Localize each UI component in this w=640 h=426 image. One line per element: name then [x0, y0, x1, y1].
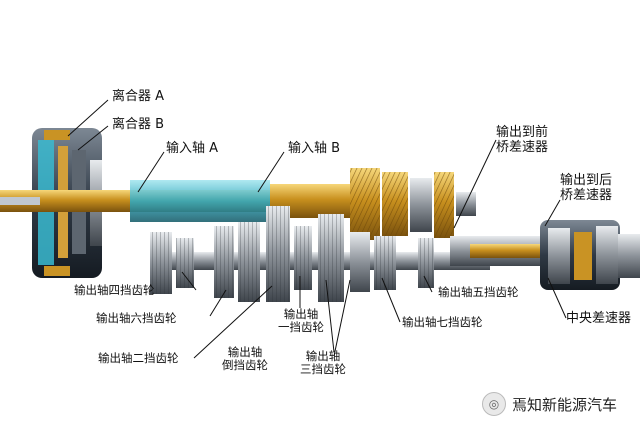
label-gear3-line1: 输出轴 [305, 349, 341, 363]
label-gear2: 输出轴二挡齿轮 [98, 351, 179, 365]
label-gear1-line1: 输出轴 [283, 307, 319, 321]
label-clutch-b: 离合器 B [112, 117, 165, 132]
label-gear7: 输出轴七挡齿轮 [402, 315, 483, 329]
wechat-logo-icon: ◎ [482, 392, 506, 416]
label-front-diff-line2: 桥差速器 [496, 139, 549, 155]
label-gear1-line2: 一挡齿轮 [278, 320, 324, 335]
label-front-diff: 输出到前 桥差速器 [496, 125, 549, 156]
leader-lines [67, 99, 567, 359]
label-gear5: 输出轴五挡齿轮 [438, 285, 519, 299]
label-rear-diff: 输出到后 桥差速器 [560, 173, 613, 204]
label-rear-diff-line2: 桥差速器 [560, 187, 613, 203]
input-gear-cluster [350, 168, 476, 240]
label-gear1: 输出轴 一挡齿轮 [278, 307, 324, 335]
watermark-text: 焉知新能源汽车 [512, 395, 618, 414]
watermark: ◎ 焉知新能源汽车 [482, 392, 617, 416]
label-reverse-line1: 输出轴 [227, 345, 263, 359]
label-reverse-line2: 倒挡齿轮 [222, 358, 268, 373]
output-gears [150, 206, 434, 302]
label-front-diff-line1: 输出到前 [496, 125, 549, 140]
label-gear3: 输出轴 三挡齿轮 [300, 349, 346, 377]
label-input-shaft-a: 输入轴 A [166, 141, 219, 156]
center-differential [450, 220, 640, 290]
label-rear-diff-line1: 输出到后 [560, 173, 613, 188]
label-gear3-line2: 三挡齿轮 [300, 362, 346, 377]
label-gear4: 输出轴四挡齿轮 [74, 283, 155, 297]
label-clutch-a: 离合器 A [112, 89, 165, 104]
label-reverse: 输出轴 倒挡齿轮 [222, 345, 268, 373]
label-center-diff: 中央差速器 [566, 311, 632, 326]
label-gear6: 输出轴六挡齿轮 [96, 311, 177, 325]
label-input-shaft-b: 输入轴 B [288, 141, 341, 156]
